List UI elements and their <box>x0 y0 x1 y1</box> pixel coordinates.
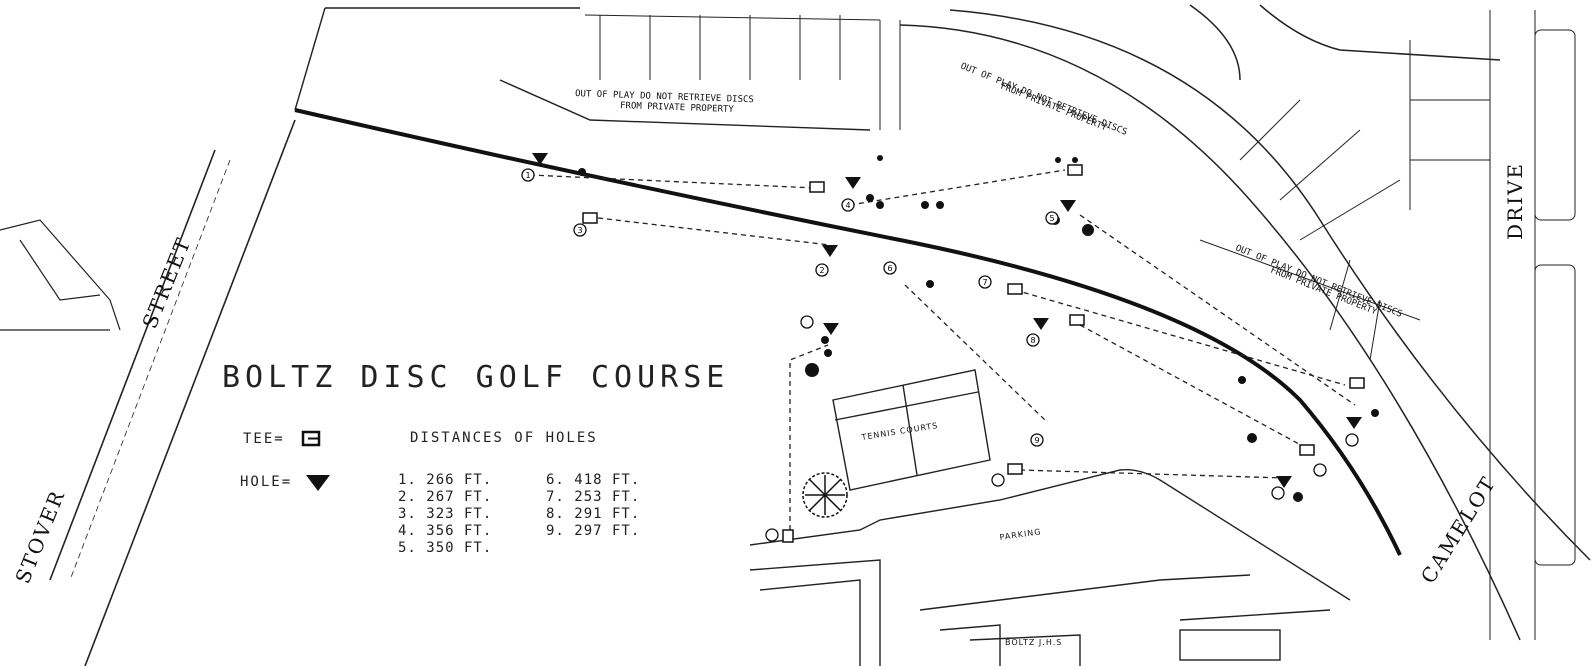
tee-icon <box>301 430 321 447</box>
hole-number-label: 1 <box>525 171 530 180</box>
distance-hole-5: 5. 350 FT. <box>398 540 493 556</box>
tees <box>582 164 1365 543</box>
distance-hole-3: 3. 323 FT. <box>398 506 493 522</box>
hole-number-markers <box>521 168 1359 542</box>
left-lots <box>0 219 121 331</box>
tree-dots <box>578 155 1379 502</box>
hole-number-label: 6 <box>887 264 892 273</box>
tee-legend-label: TEE= <box>243 431 285 447</box>
distance-hole-6: 6. 418 FT. <box>546 472 641 488</box>
school-label: BOLTZ J.H.S <box>1005 638 1062 647</box>
distance-hole-8: 8. 291 FT. <box>546 506 641 522</box>
hole-legend-label: HOLE= <box>240 474 293 490</box>
out-of-play-note-1b: FROM PRIVATE PROPERTY <box>620 101 735 115</box>
parking-area <box>749 469 1351 666</box>
stover-street <box>49 119 296 666</box>
map-title: BOLTZ DISC GOLF COURSE <box>222 360 730 395</box>
top-lots <box>584 14 901 130</box>
distance-hole-2: 2. 267 FT. <box>398 489 493 505</box>
hole-number-label: 9 <box>1034 436 1039 445</box>
out-of-play-note-3b: FROM PRIVATE PROPERTY <box>1269 266 1379 318</box>
distance-hole-7: 7. 253 FT. <box>546 489 641 505</box>
creek-line <box>294 108 1402 556</box>
drive-label: DRIVE <box>1503 162 1527 240</box>
distance-hole-9: 9. 297 FT. <box>546 523 641 539</box>
distances-heading: DISTANCES OF HOLES <box>410 430 598 446</box>
parking-label: PARKING <box>999 527 1042 542</box>
tree-icon <box>802 472 848 518</box>
street-label: STREET <box>137 233 195 332</box>
hole-number-label: 4 <box>845 201 850 210</box>
curved-road <box>899 4 1591 641</box>
park-boundary <box>294 7 871 131</box>
distance-hole-4: 4. 356 FT. <box>398 523 493 539</box>
hole-icon <box>305 475 330 491</box>
tennis-courts <box>832 369 991 491</box>
hole-legend: HOLE= <box>240 472 331 492</box>
out-of-play-note-2b: FROM PRIVATE PROPERTY <box>999 82 1109 134</box>
hole-number-label: 3 <box>577 226 582 235</box>
hole-number-label: 7 <box>982 278 987 287</box>
hole-number-label: 2 <box>819 266 824 275</box>
tennis-courts-label: TENNIS COURTS <box>860 421 939 442</box>
distances-col-2: 6. 418 FT. 7. 253 FT. 8. 291 FT. 9. 297 … <box>546 472 640 540</box>
right-lots <box>1199 10 1576 640</box>
tee-legend: TEE= <box>243 430 323 448</box>
hole-number-label: 5 <box>1049 214 1054 223</box>
hole-number-label: 8 <box>1030 336 1035 345</box>
stover-label: STOVER <box>10 486 69 587</box>
holes <box>532 153 1362 488</box>
distances-col-1: 1. 266 FT. 2. 267 FT. 3. 323 FT. 4. 356 … <box>398 472 492 557</box>
distance-hole-1: 1. 266 FT. <box>398 472 493 488</box>
fairways <box>529 169 1356 530</box>
